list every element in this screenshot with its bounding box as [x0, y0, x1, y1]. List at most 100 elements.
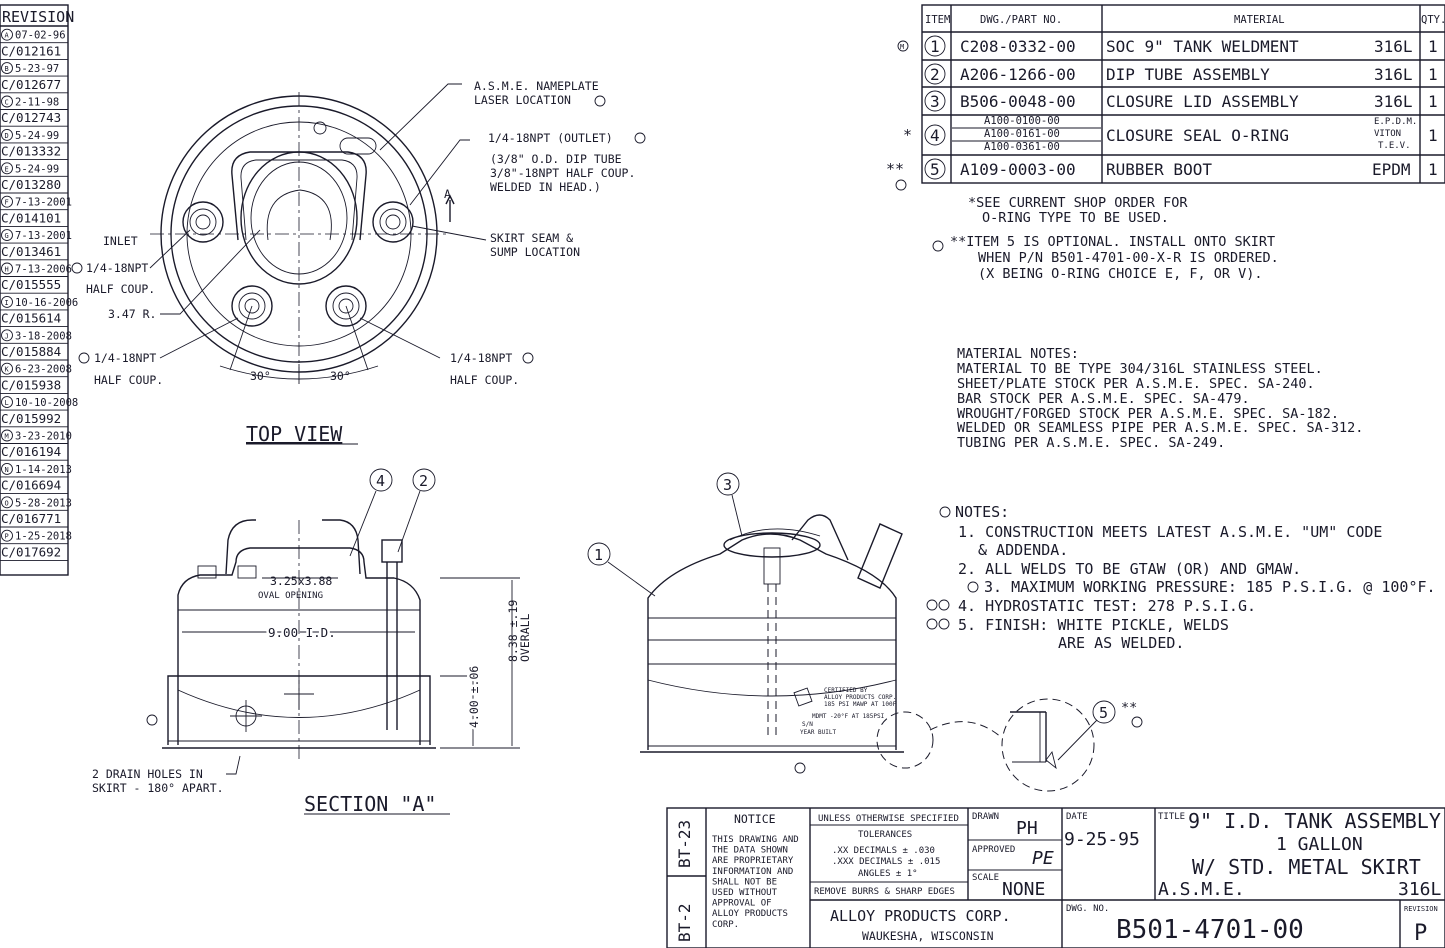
revision-mark: B — [5, 65, 9, 73]
bom-part-number: A100-0100-00 — [984, 115, 1060, 127]
section-a-view: 3.25x3.88 OVAL OPENING 9.00 I.D. 4 2 8.3… — [92, 468, 532, 816]
revision-mark-icon — [1, 62, 13, 75]
revision-mark-icon — [1, 95, 13, 108]
bom-item-number: 2 — [930, 65, 940, 84]
bom-header-item: ITEM — [925, 14, 950, 26]
note-2: 2. ALL WELDS TO BE GTAW (OR) AND GMAW. — [958, 560, 1301, 578]
notice-line: SHALL NOT BE — [712, 877, 777, 887]
date-label: DATE — [1066, 812, 1088, 822]
bom-item-number: 5 — [930, 160, 940, 179]
revision-date: 5-23-97 — [15, 63, 59, 75]
bom-part-number: A109-0003-00 — [960, 160, 1076, 179]
bom-qty: 1 — [1428, 65, 1438, 84]
revision-mark-icon — [1, 496, 13, 509]
revision-mark: F — [5, 199, 9, 207]
bom-material: EPDM — [1372, 160, 1411, 179]
skirt-label-2: SUMP LOCATION — [490, 245, 580, 259]
bom-part-number: A206-1266-00 — [960, 65, 1076, 84]
bom-item-circle-icon — [924, 35, 946, 57]
revision-mark: D — [5, 132, 9, 140]
drain-note-1: 2 DRAIN HOLES IN — [92, 767, 203, 781]
approved-value: PE — [1032, 848, 1054, 869]
revision-mark-icon — [1, 396, 13, 409]
note-1-cont: & ADDENDA. — [978, 541, 1068, 559]
side-view: CERTIFIED BY ALLOY PRODUCTS CORP. 185 PS… — [587, 472, 1143, 792]
inlet-label: INLET — [103, 234, 138, 248]
coupling-right-icon — [325, 285, 367, 327]
bom-description: CLOSURE LID ASSEMBLY — [1106, 92, 1299, 111]
notice-line: APPROVAL OF — [712, 899, 772, 909]
revision-header: REVISION — [2, 8, 74, 26]
note-star-1: *SEE CURRENT SHOP ORDER FOR — [968, 195, 1188, 211]
revision-change-order: C/012743 — [1, 110, 61, 125]
top-view-title: TOP VIEW — [246, 422, 343, 446]
revision-change-order: C/016694 — [1, 478, 61, 493]
notice-line: CORP. — [712, 920, 739, 930]
revision-mark-icon — [1, 362, 13, 375]
drawn-label: DRAWN — [972, 812, 999, 822]
bom-flag: M — [900, 43, 904, 51]
material-notes: MATERIAL NOTES: MATERIAL TO BE TYPE 304/… — [957, 346, 1363, 451]
scale-label: SCALE — [972, 873, 999, 883]
notes-heading: NOTES: — [955, 503, 1009, 521]
callout-5-flag: ** — [1121, 700, 1137, 716]
outlet-label-3: 3/8"-18NPT HALF COUP. — [490, 166, 635, 180]
bom-material-option: VITON — [1374, 129, 1401, 139]
title-material: 316L — [1398, 879, 1442, 900]
revision-mark-icon — [1, 295, 13, 308]
revision-mark-icon — [1, 195, 13, 208]
callout-5-label: 5 — [1099, 704, 1108, 722]
overall-dimension-label: 8.38 ±.19 — [506, 600, 520, 662]
tol-row-2: .XXX DECIMALS ± .015 — [832, 857, 940, 867]
stamp-line-4: MDMT -20°F AT 185PSI — [812, 713, 885, 720]
id-dimension-label: 9.00 I.D. — [268, 625, 336, 640]
title-line-1: 9" I.D. TANK ASSEMBLY — [1188, 809, 1441, 833]
bom-header-part: DWG./PART NO. — [980, 14, 1062, 26]
tol-row-3: ANGLES ± 1° — [858, 869, 918, 879]
coupling-left-icon — [231, 285, 273, 327]
revision-change-order: C/015555 — [1, 277, 61, 292]
callout-4-label: 4 — [376, 472, 385, 490]
revision-date: 10-10-2008 — [15, 397, 78, 409]
note-star-4: WHEN P/N B501-4701-00-X-R IS ORDERED. — [978, 250, 1279, 266]
left-coup-thread-label: 1/4-18NPT — [94, 351, 156, 365]
title-line-2: 1 GALLON — [1276, 834, 1363, 855]
stamp-line-3: 185 PSI MAWP AT 100F — [824, 701, 897, 708]
drain-note-2: SKIRT - 180° APART. — [92, 781, 224, 795]
note-star-2: O-RING TYPE TO BE USED. — [982, 210, 1169, 226]
revision-date: 7-13-2001 — [15, 230, 72, 242]
bom-row: 2 A206-1266-00 316L DIP TUBE ASSEMBLY 1 — [924, 63, 1438, 85]
revision-mark: O — [5, 499, 9, 507]
height-dimension-label: 4.00 ±.06 — [467, 666, 481, 728]
section-a-title: SECTION "A" — [304, 792, 436, 816]
scale-value: NONE — [1002, 879, 1045, 900]
top-view: A 30° 30° A.S.M.E. NAMEPLATE LASER LOCAT… — [71, 79, 646, 446]
right-coup-label: HALF COUP. — [450, 373, 519, 387]
revision-change-order: C/012161 — [1, 43, 61, 58]
approved-label: APPROVED — [972, 845, 1015, 855]
revision-change-order: C/016194 — [1, 444, 61, 459]
bom-material: 316L — [1374, 65, 1413, 84]
bom-description: DIP TUBE ASSEMBLY — [1106, 65, 1270, 84]
bom-part-number: C208-0332-00 — [960, 37, 1076, 56]
bom-material: 316L — [1374, 37, 1413, 56]
title-label: TITLE — [1158, 812, 1185, 822]
revision-mark: A — [5, 32, 10, 40]
revision-mark-icon — [1, 28, 13, 41]
revision-mark-icon — [1, 262, 13, 275]
revision-date: 10-16-2006 — [15, 297, 78, 309]
revision-mark-icon — [1, 462, 13, 475]
bom-flag: * — [903, 126, 912, 144]
revision-date: 5-24-99 — [15, 163, 59, 175]
revision-date: 7-13-2006 — [15, 264, 72, 276]
revision-change-order: C/015614 — [1, 311, 61, 326]
bom-item-number: 4 — [930, 126, 940, 145]
revision-change-order: C/013461 — [1, 244, 61, 259]
bom-item-circle-icon — [924, 158, 946, 180]
stamp-line-6: YEAR BUILT — [800, 729, 837, 736]
bom-header-qty: QTY. — [1421, 14, 1445, 26]
bom-item-circle-icon — [924, 90, 946, 112]
revision-mark: C — [5, 99, 9, 107]
burrs-label: REMOVE BURRS & SHARP EDGES — [814, 887, 955, 897]
